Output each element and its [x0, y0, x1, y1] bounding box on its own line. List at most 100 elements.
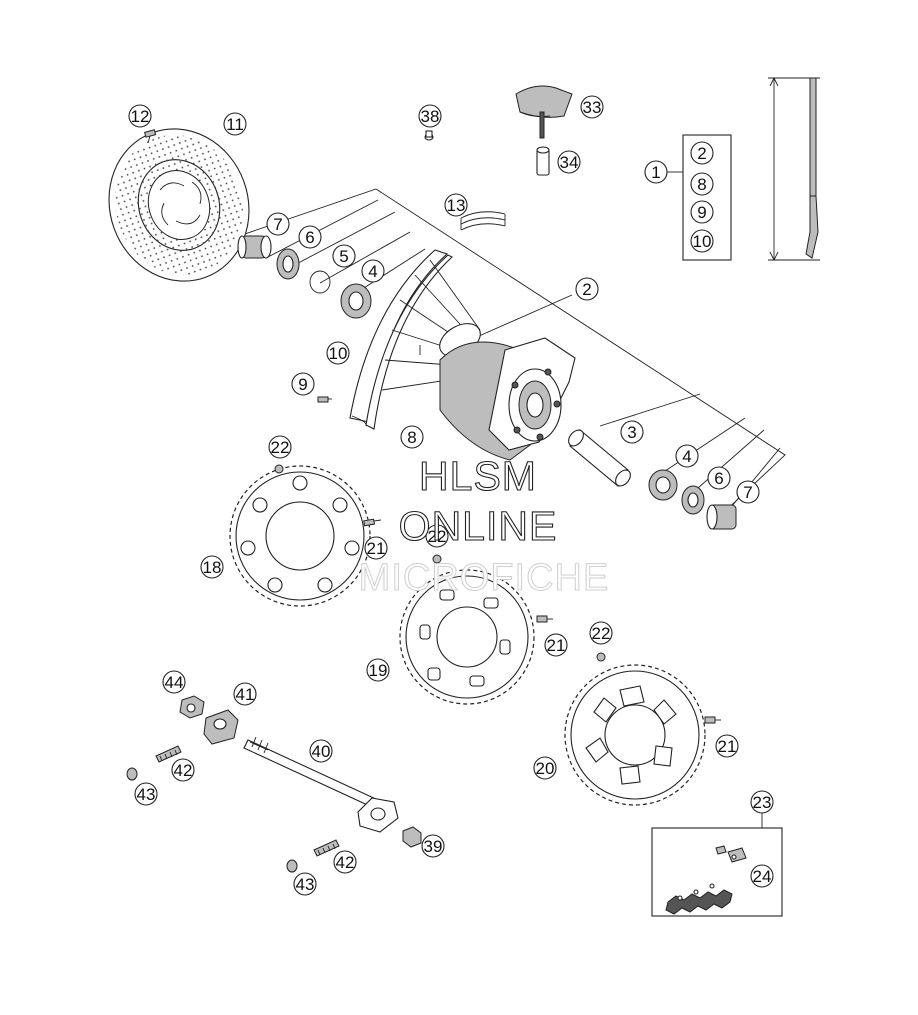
brake-disc: [108, 128, 250, 282]
svg-text:3: 3: [627, 423, 636, 442]
svg-text:22: 22: [428, 527, 447, 546]
svg-text:22: 22: [592, 624, 611, 643]
wheel-spindle: [243, 736, 399, 833]
callout-22-right: 22: [589, 621, 613, 645]
svg-text:41: 41: [236, 685, 255, 704]
callout-39: 39: [421, 834, 445, 858]
svg-text:7: 7: [273, 215, 282, 234]
svg-text:42: 42: [174, 761, 193, 780]
callout-24: 24: [750, 864, 774, 888]
distance-bushing-right: [706, 504, 737, 530]
callout-38: 38: [418, 104, 442, 128]
callout-11: 11: [223, 112, 247, 136]
callout-22-left: 22: [268, 435, 292, 459]
callout-8: 8: [400, 425, 424, 449]
callout-10: 10: [326, 341, 350, 365]
callout-21-mid: 21: [544, 633, 568, 657]
svg-text:6: 6: [305, 228, 314, 247]
callout-19: 19: [366, 658, 390, 682]
axle-nut: [402, 826, 422, 848]
callout-7-right: 7: [736, 480, 760, 504]
svg-text:8: 8: [697, 175, 706, 194]
callouts: 1 2 8 9 10 12 11 38 33 34 13 7 6 5 4 2 1…: [128, 95, 774, 896]
callout-22-mid: 22: [425, 524, 449, 548]
callout-42-right: 42: [333, 850, 357, 874]
callout-41: 41: [233, 682, 257, 706]
watermark: HLSM ONLINE MICROFICHE: [358, 452, 610, 599]
adjuster-nut: [179, 695, 205, 719]
svg-text:21: 21: [718, 737, 737, 756]
bearing-left: [340, 283, 372, 319]
svg-text:42: 42: [336, 853, 355, 872]
adjusting-screw-left: [155, 745, 182, 763]
distance-bushing-left: [237, 235, 272, 259]
svg-text:23: 23: [753, 793, 772, 812]
svg-text:2: 2: [697, 144, 706, 163]
valve-cap: [424, 130, 434, 141]
sprocket-screws: [363, 518, 721, 724]
svg-text:12: 12: [131, 107, 150, 126]
svg-text:5: 5: [339, 247, 348, 266]
svg-text:39: 39: [424, 837, 443, 856]
spoke-dimension: [768, 76, 820, 262]
svg-text:9: 9: [697, 203, 706, 222]
bushing: [536, 146, 550, 176]
svg-text:22: 22: [271, 438, 290, 457]
callout-9-box: 9: [690, 200, 714, 224]
callout-6-right: 6: [707, 466, 731, 490]
svg-text:7: 7: [743, 483, 752, 502]
adjusting-screw-right: [313, 839, 340, 857]
lock-nut-left: [126, 767, 138, 781]
watermark-line-1: HLSM: [419, 453, 537, 499]
callout-9: 9: [291, 372, 315, 396]
callout-10-box: 10: [690, 229, 714, 253]
svg-text:1: 1: [651, 163, 660, 182]
callout-4-left: 4: [361, 259, 385, 283]
callout-8-box: 8: [690, 172, 714, 196]
svg-text:20: 20: [536, 759, 555, 778]
callout-1: 1: [644, 160, 668, 184]
callout-2-box: 2: [690, 141, 714, 165]
shaft-seal-left: [276, 248, 300, 280]
svg-text:43: 43: [296, 875, 315, 894]
callout-4-right: 4: [675, 444, 699, 468]
rear-sprocket-large: [564, 664, 706, 806]
svg-text:24: 24: [753, 867, 772, 886]
svg-text:21: 21: [367, 539, 386, 558]
callout-18: 18: [200, 555, 224, 579]
rear-sprocket-small: [229, 465, 371, 607]
callout-21-left: 21: [364, 536, 388, 560]
callout-42-left: 42: [171, 758, 195, 782]
svg-text:43: 43: [137, 785, 156, 804]
sprocket-nuts: [274, 464, 606, 662]
rim-tape: [460, 211, 506, 231]
watermark-line-3: MICROFICHE: [359, 557, 610, 599]
watermark-line-2: ONLINE: [399, 503, 558, 549]
svg-text:34: 34: [560, 153, 579, 172]
rim: [349, 249, 453, 430]
callout-34: 34: [557, 150, 581, 174]
callout-43-left: 43: [134, 782, 158, 806]
bearing-right: [648, 469, 678, 501]
svg-text:2: 2: [582, 280, 591, 299]
callout-44: 44: [162, 670, 186, 694]
svg-text:10: 10: [693, 232, 712, 251]
chain-adjuster: [203, 709, 239, 745]
callout-20: 20: [533, 756, 557, 780]
svg-text:4: 4: [368, 262, 377, 281]
svg-text:13: 13: [447, 196, 466, 215]
callout-12: 12: [128, 104, 152, 128]
shaft-seal-right: [681, 485, 705, 515]
disc-screw: [144, 129, 157, 144]
svg-text:33: 33: [583, 98, 602, 117]
svg-text:19: 19: [369, 661, 388, 680]
svg-text:8: 8: [407, 428, 416, 447]
svg-text:4: 4: [682, 447, 691, 466]
rear-sprocket-medium: [399, 569, 535, 705]
callout-21-right: 21: [715, 734, 739, 758]
svg-text:38: 38: [421, 107, 440, 126]
chain-guide-tool: [515, 85, 573, 139]
svg-text:18: 18: [203, 558, 222, 577]
callout-3: 3: [620, 420, 644, 444]
